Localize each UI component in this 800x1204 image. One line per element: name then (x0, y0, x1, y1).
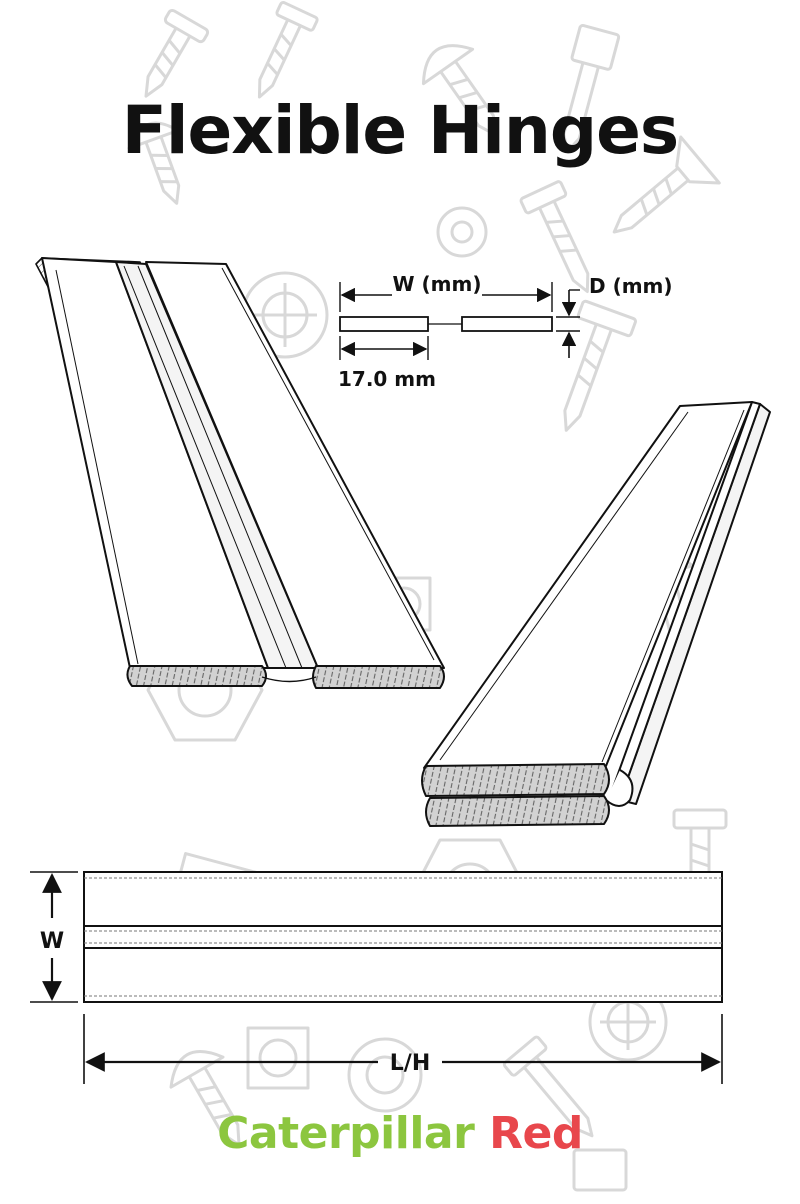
screw-icon (563, 299, 637, 432)
screw-icon (519, 180, 590, 294)
screw-icon (257, 1, 319, 99)
depth-mm-label: D (mm) (589, 274, 673, 298)
folded-hinge-illustration (421, 401, 771, 827)
screw-icon (144, 8, 210, 98)
countersunk-screw-icon (612, 135, 721, 234)
page-title: Flexible Hinges (121, 92, 679, 169)
square-nut-icon (246, 1026, 310, 1090)
leaf-width-label: 17.0 mm (338, 367, 436, 391)
width-mm-label: W (mm) (393, 272, 482, 296)
screw-icon (562, 23, 621, 154)
cross-section-diagram (339, 282, 580, 360)
pan-head-screw-icon (127, 121, 181, 205)
brand-logo: Caterpillar Red (0, 1108, 800, 1159)
washer-icon (436, 206, 488, 258)
pan-head-screw-icon (421, 44, 498, 137)
open-hinge-illustration (35, 257, 445, 689)
brand-name-part1: Caterpillar (217, 1108, 475, 1159)
brand-name-part2: Red (489, 1108, 583, 1159)
length-label: L/H (390, 1051, 430, 1076)
width-label: W (40, 929, 64, 954)
washer-icon (347, 1037, 423, 1113)
elevation-diagram (30, 871, 723, 1084)
screw-icon (572, 1148, 628, 1192)
pan-head-screw-icon (169, 1050, 241, 1147)
